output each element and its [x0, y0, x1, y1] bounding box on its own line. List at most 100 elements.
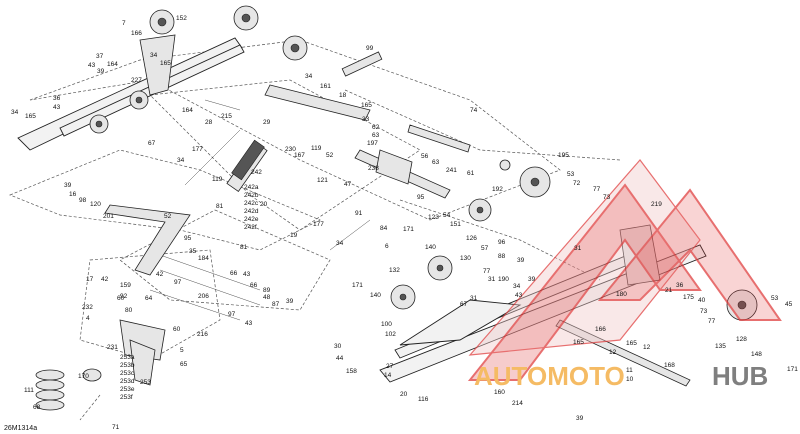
callout: 140	[425, 244, 436, 251]
watermark-logo: AUTOMOTO HUB	[467, 159, 782, 391]
callout: 242d	[244, 208, 259, 215]
callout: 61	[467, 170, 475, 177]
callout: 166	[131, 30, 142, 37]
callout: 168	[664, 362, 675, 369]
callout: 126	[466, 235, 477, 242]
callout: 166	[595, 326, 606, 333]
callout: 77	[483, 268, 491, 275]
callout: 135	[715, 343, 726, 350]
callout: 34	[150, 52, 158, 59]
callout: 165	[626, 340, 637, 347]
callout: 92	[120, 293, 128, 300]
idler-wheels	[390, 159, 758, 321]
callout: 37	[96, 53, 104, 60]
callout: 60	[117, 295, 125, 302]
lower-rail-assembly	[379, 224, 707, 387]
callout: 31	[574, 245, 582, 252]
callout: 184	[198, 255, 209, 262]
callout: 71	[112, 424, 120, 431]
callout: 36	[53, 95, 61, 102]
callout: 95	[184, 235, 192, 242]
figure-id: 26M1314a	[4, 425, 37, 432]
callout: 242b	[244, 192, 259, 199]
callout: 140	[370, 292, 381, 299]
callout: 42	[156, 271, 164, 278]
callout: 52	[326, 152, 334, 159]
callout: 64	[145, 295, 153, 302]
callout: 177	[192, 146, 203, 153]
callout: 132	[389, 267, 400, 274]
callout: 253c	[120, 370, 135, 377]
callout: 39	[576, 415, 584, 422]
callout: 219	[651, 201, 662, 208]
watermark-word-hub: HUB	[712, 361, 768, 391]
callout: 74	[470, 107, 478, 114]
callout: 170	[78, 373, 89, 380]
callout-labels: 7 152 166 37 164 43 39 227 34 165 36 43 …	[11, 15, 798, 431]
callout: 171	[352, 282, 363, 289]
callout: 214	[512, 400, 523, 407]
callout: 34	[513, 283, 521, 290]
callout: 65	[180, 361, 188, 368]
callout: 39	[528, 276, 536, 283]
callout: 57	[481, 245, 489, 252]
callout: 48	[263, 294, 271, 301]
callout: 206	[198, 293, 209, 300]
callout: 165	[25, 113, 36, 120]
callout: 119	[311, 145, 322, 152]
callout: 6	[385, 243, 389, 250]
callout: 62	[372, 124, 380, 131]
callout: 241	[446, 167, 457, 174]
callout: 152	[176, 15, 187, 22]
callout: 242	[251, 169, 262, 176]
callout: 177	[313, 221, 324, 228]
callout: 89	[263, 287, 271, 294]
callout: 100	[381, 321, 392, 328]
callout: 195	[558, 152, 569, 159]
callout: 253d	[120, 378, 135, 385]
callout: 67	[148, 140, 156, 147]
callout: 253b	[120, 362, 135, 369]
callout: 10	[626, 376, 634, 383]
callout: 165	[361, 102, 372, 109]
callout: 230	[285, 146, 296, 153]
callout: 91	[355, 210, 363, 217]
callout: 96	[498, 239, 506, 246]
callout: 128	[736, 336, 747, 343]
callout: 20	[400, 391, 408, 398]
callout: 87	[272, 301, 280, 308]
callout: 165	[160, 60, 171, 67]
callout: 43	[88, 62, 96, 69]
callout: 14	[384, 372, 392, 379]
callout: 11	[626, 367, 633, 374]
callout: 180	[616, 291, 627, 298]
watermark-word-automoto: AUTOMOTO	[474, 361, 625, 391]
callout: 165	[573, 339, 584, 346]
callout: 123	[428, 214, 439, 221]
callout: 66	[250, 282, 258, 289]
callout: 68	[33, 404, 41, 411]
callout: 39	[97, 68, 105, 75]
callout: 164	[107, 61, 118, 68]
callout: 31	[488, 276, 496, 283]
callout: 34	[336, 240, 344, 247]
callout: 197	[367, 140, 378, 147]
callout: 151	[450, 221, 461, 228]
callout: 159	[120, 282, 131, 289]
callout: 27	[386, 363, 394, 370]
callout: 12	[609, 349, 617, 356]
callout: 44	[336, 355, 344, 362]
callout: 36	[676, 282, 684, 289]
callout: 97	[174, 279, 182, 286]
callout: 158	[346, 368, 357, 375]
callout: 253f	[120, 394, 133, 401]
callout: 119	[212, 176, 223, 183]
callout: 81	[216, 203, 224, 210]
callout: 20	[260, 201, 268, 208]
callout: 190	[498, 276, 509, 283]
callout: 216	[197, 331, 208, 338]
spring-parts	[35, 368, 102, 411]
callout: 98	[79, 197, 87, 204]
callout: 35	[189, 248, 197, 255]
